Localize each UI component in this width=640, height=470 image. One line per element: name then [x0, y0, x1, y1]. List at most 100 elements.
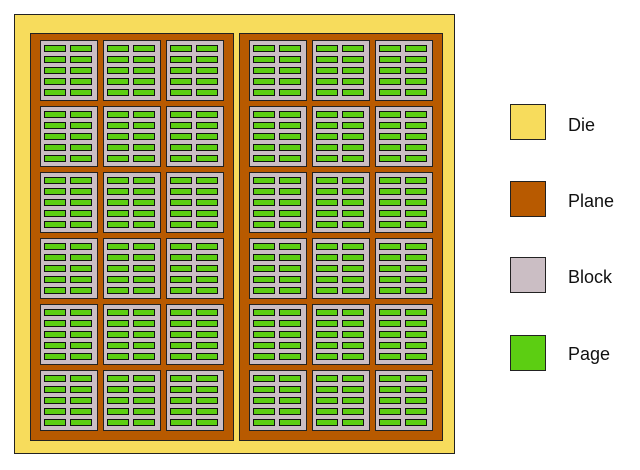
page [170, 254, 192, 261]
page [316, 397, 338, 404]
page [170, 342, 192, 349]
page [342, 254, 364, 261]
page [342, 56, 364, 63]
page [405, 265, 427, 272]
page [44, 78, 66, 85]
page [170, 45, 192, 52]
page [279, 155, 301, 162]
page [342, 221, 364, 228]
page [342, 287, 364, 294]
page [279, 188, 301, 195]
page [342, 309, 364, 316]
page [107, 287, 129, 294]
page [342, 144, 364, 151]
page [170, 408, 192, 415]
page [253, 287, 275, 294]
page [133, 133, 155, 140]
page [70, 111, 92, 118]
page [279, 331, 301, 338]
page [70, 375, 92, 382]
page [379, 199, 401, 206]
page [44, 287, 66, 294]
page [70, 144, 92, 151]
page [196, 254, 218, 261]
page [44, 133, 66, 140]
page [405, 133, 427, 140]
page [316, 78, 338, 85]
page [253, 419, 275, 426]
page [44, 309, 66, 316]
page [70, 122, 92, 129]
page [405, 111, 427, 118]
legend-label-block: Block [568, 267, 613, 287]
page [342, 122, 364, 129]
page [253, 320, 275, 327]
page [133, 397, 155, 404]
page [253, 386, 275, 393]
page [196, 133, 218, 140]
page [107, 342, 129, 349]
page [316, 243, 338, 250]
page [279, 199, 301, 206]
page [279, 45, 301, 52]
page [379, 78, 401, 85]
page [379, 188, 401, 195]
page [170, 287, 192, 294]
page [342, 276, 364, 283]
page [342, 78, 364, 85]
page [44, 221, 66, 228]
page [379, 419, 401, 426]
page [133, 342, 155, 349]
page [107, 320, 129, 327]
page [107, 67, 129, 74]
page [253, 254, 275, 261]
page [405, 386, 427, 393]
page [342, 133, 364, 140]
page [316, 56, 338, 63]
page [405, 408, 427, 415]
page [70, 177, 92, 184]
page [316, 353, 338, 360]
page [405, 375, 427, 382]
page [44, 89, 66, 96]
page [196, 265, 218, 272]
page [253, 375, 275, 382]
page [253, 177, 275, 184]
page [316, 386, 338, 393]
page [170, 111, 192, 118]
page [379, 342, 401, 349]
page [405, 199, 427, 206]
page [70, 408, 92, 415]
page [253, 144, 275, 151]
page [44, 188, 66, 195]
page [342, 342, 364, 349]
page [253, 353, 275, 360]
page [316, 375, 338, 382]
page [70, 254, 92, 261]
page [44, 56, 66, 63]
page [44, 144, 66, 151]
page [196, 397, 218, 404]
page [405, 89, 427, 96]
page [107, 199, 129, 206]
page [70, 67, 92, 74]
page [107, 221, 129, 228]
page [107, 265, 129, 272]
page [379, 375, 401, 382]
page [133, 188, 155, 195]
page [279, 254, 301, 261]
page [279, 133, 301, 140]
page [405, 309, 427, 316]
page [316, 408, 338, 415]
page [133, 353, 155, 360]
page [44, 177, 66, 184]
page [107, 375, 129, 382]
page [170, 155, 192, 162]
page [379, 265, 401, 272]
page [107, 133, 129, 140]
page [44, 331, 66, 338]
page [196, 111, 218, 118]
page [70, 331, 92, 338]
page [279, 210, 301, 217]
page [316, 342, 338, 349]
